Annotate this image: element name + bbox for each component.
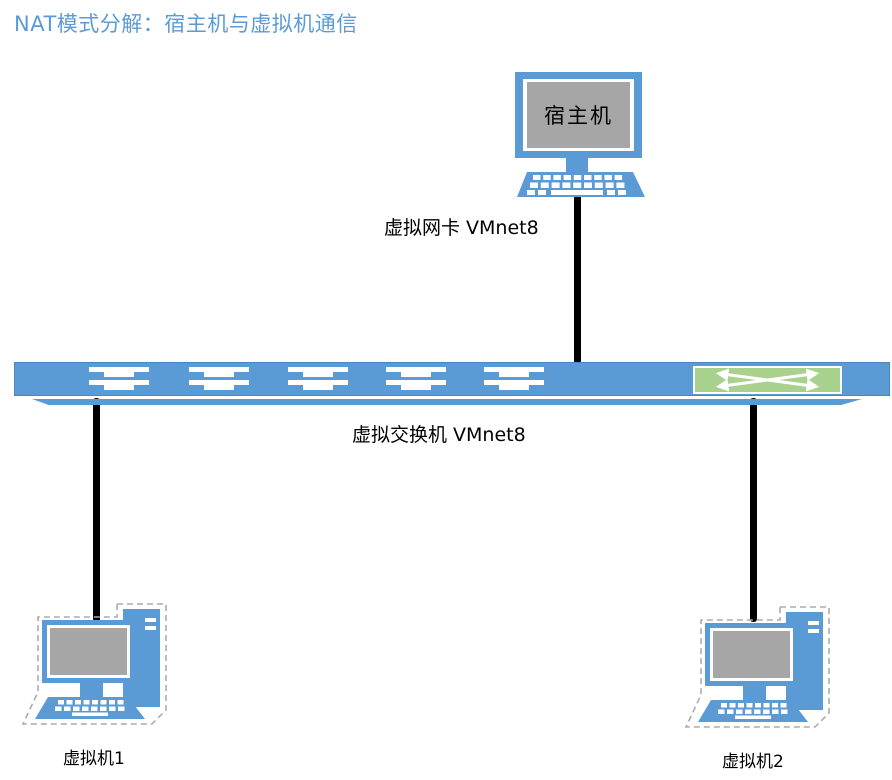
desktop-pc-with-tower-icon [684,606,830,728]
switch-port-icon [386,367,446,390]
desktop-pc-with-tower-icon [21,603,167,725]
switch-port-icon [288,367,348,390]
switch-front-shelf [32,399,862,405]
vm2-computer-icon [683,598,833,733]
connector-switch-to-vm1 [93,398,100,622]
connector-host-to-switch [574,194,581,364]
vm1-label: 虚拟机1 [63,749,125,769]
vm2-label: 虚拟机2 [722,752,784,772]
switch-port-icon [484,367,544,390]
diagram-title: NAT模式分解：宿主机与虚拟机通信 [14,12,358,36]
nic-label: 虚拟网卡 VMnet8 [384,217,539,239]
switch-label: 虚拟交换机 VMnet8 [352,424,526,446]
crossed-arrows-switch-icon [693,366,842,394]
switch-port-icon [189,367,249,390]
connector-switch-to-vm2 [750,398,757,622]
switch-port-icon [89,367,149,390]
host-label: 宿主机 [544,104,613,128]
virtual-switch [14,362,890,396]
desktop-computer-icon [515,72,645,197]
vm1-computer-icon [20,595,170,730]
host-computer-icon [500,65,660,205]
